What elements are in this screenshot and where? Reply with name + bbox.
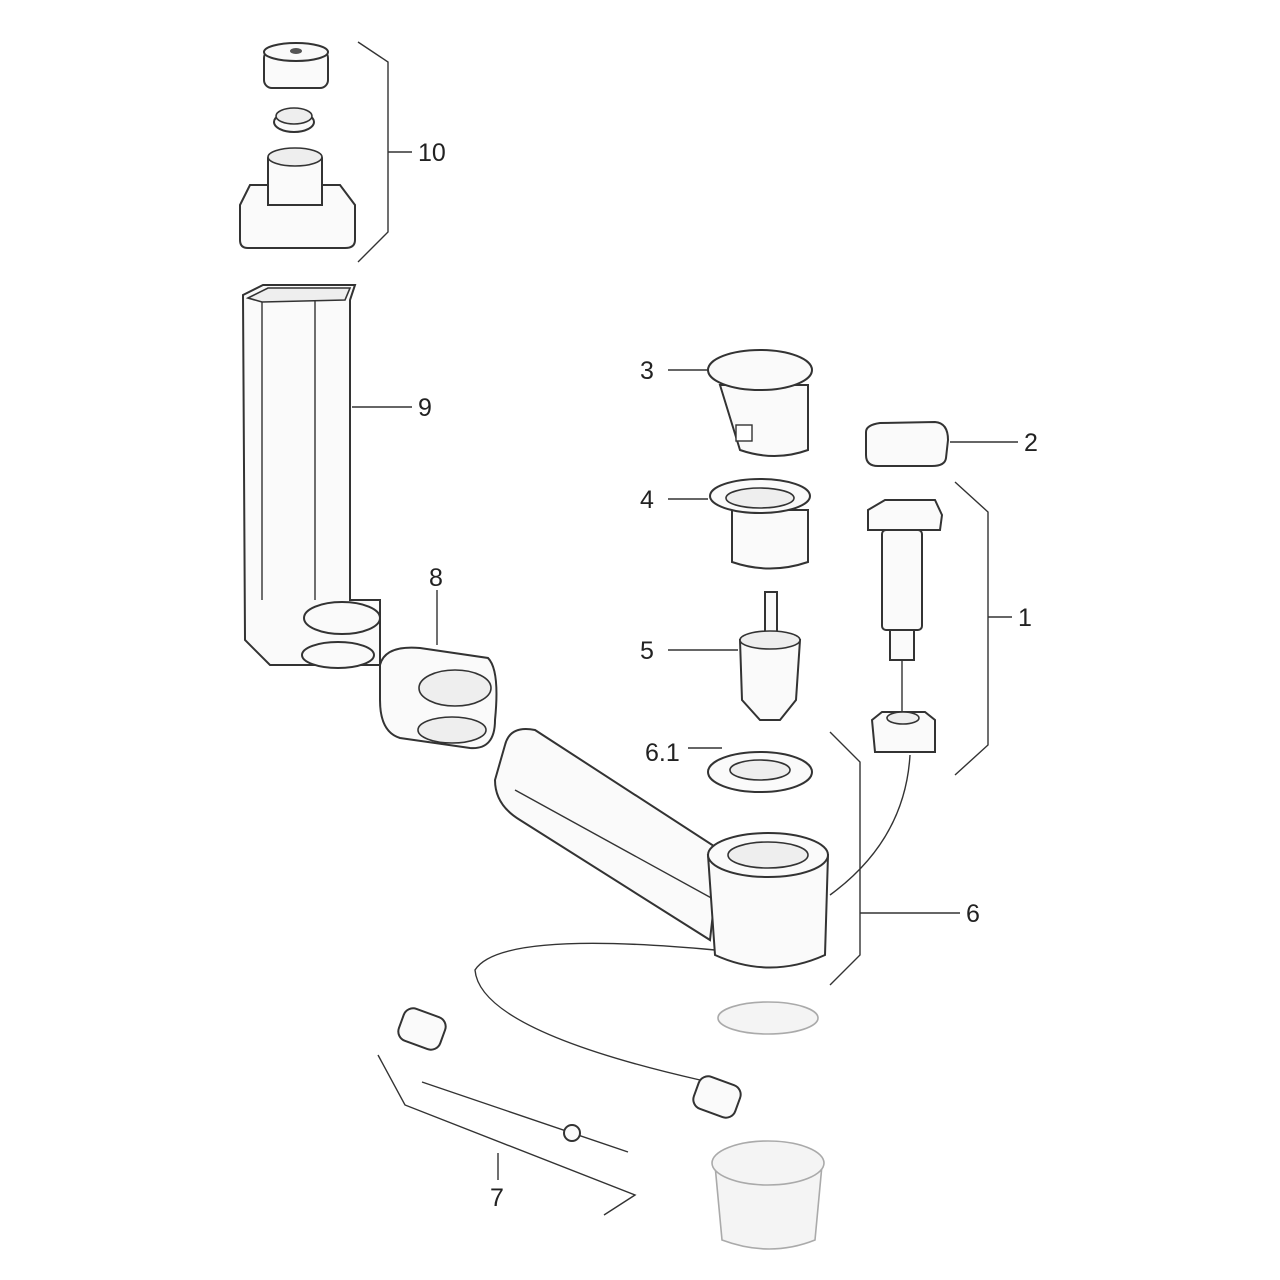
part-8-connector-bellows: [379, 646, 498, 750]
label-8: 8: [429, 564, 443, 592]
label-7: 7: [490, 1184, 504, 1212]
part-5-valve-plunger: [738, 591, 802, 721]
part-4-strainer-insert: [709, 478, 811, 570]
part-9-overflow-tube: [241, 284, 381, 669]
label-9: 9: [418, 394, 432, 422]
part-10-bracket: [357, 41, 389, 263]
part-10-cap-assembly: [239, 42, 356, 249]
label-10: 10: [418, 139, 446, 167]
part-7-bracket: [377, 1054, 637, 1216]
part-3-plug-cap: [707, 349, 813, 457]
part-6-drain-body: [474, 728, 830, 1081]
waste-outlet-fitting: [711, 1140, 825, 1250]
label-2: 2: [1024, 429, 1038, 457]
label-5: 5: [640, 637, 654, 665]
part-6-bracket: [829, 731, 861, 986]
label-3: 3: [640, 357, 654, 385]
label-6: 6: [966, 900, 980, 928]
part-6-1-seal-ring: [707, 751, 813, 793]
part-1-bracket: [954, 481, 989, 776]
label-4: 4: [640, 486, 654, 514]
label-6-1: 6.1: [645, 739, 680, 767]
part-2-button-cap: [865, 420, 950, 467]
label-1: 1: [1018, 604, 1032, 632]
part-7-bowden-cable-parts: [397, 1007, 742, 1153]
part-1-actuator: [829, 499, 944, 896]
o-ring: [717, 1001, 819, 1035]
